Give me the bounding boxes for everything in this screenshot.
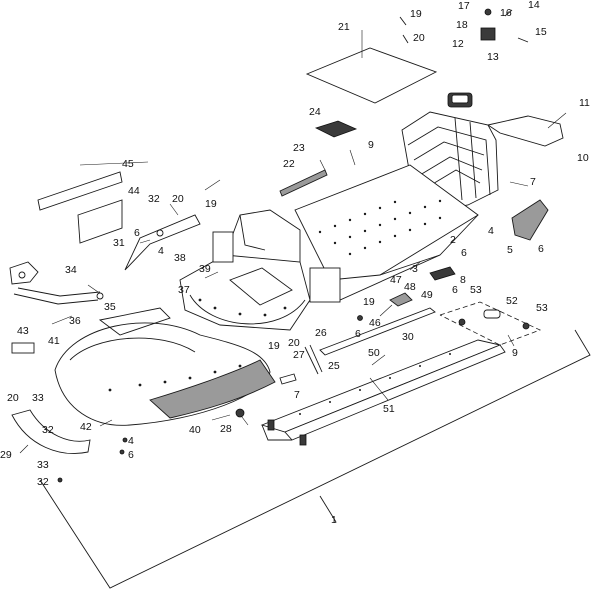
callout-50: 50 [368,347,380,359]
callout-32-bumper: 32 [42,424,54,436]
callout-10: 10 [577,152,589,164]
callout-5: 5 [507,244,513,256]
rear-rack [401,92,499,211]
callout-44: 44 [128,185,140,197]
callout-6-rear: 6 [538,243,544,255]
callout-6-mid: 6 [355,328,361,340]
misc-hardware [57,373,297,483]
callout-19-low: 19 [268,340,280,352]
callout-13: 13 [487,51,499,63]
callout-17: 17 [458,0,470,12]
callout-21: 21 [338,21,350,33]
front-bumper [11,409,91,454]
rear-guard [511,199,549,241]
callout-35: 35 [104,301,116,313]
fastener-box [439,301,542,346]
callout-52: 52 [506,295,518,307]
callout-33-top: 33 [32,392,44,404]
callout-26: 26 [315,327,327,339]
callout-4-rear: 4 [488,225,494,237]
callout-39: 39 [199,263,211,275]
callout-15: 15 [535,26,547,38]
callout-31: 31 [113,237,125,249]
top-pad-panel [305,30,438,104]
callout-11: 11 [579,97,590,109]
callout-53-right: 53 [536,302,548,314]
running-boards [260,339,506,446]
callout-46: 46 [369,317,381,329]
callout-22: 22 [283,158,295,170]
callout-41: 41 [48,335,60,347]
callout-6-tunnel: 6 [461,247,467,259]
callout-6-plate: 6 [452,284,458,296]
callout-labels: 1 2 3 4 4 4 5 6 6 6 6 6 6 7 7 8 9 9 10 1… [0,0,590,526]
steering-bracket [124,214,201,271]
callout-30: 30 [402,331,414,343]
callout-14: 14 [528,0,540,11]
callout-20-top: 20 [413,32,425,44]
callout-3: 3 [412,263,418,275]
callout-29: 29 [0,449,12,461]
callout-6-lower: 6 [128,449,134,461]
callout-1: 1 [331,514,337,526]
callout-18: 18 [456,19,468,31]
callout-16: 16 [500,7,512,19]
callout-53-left: 53 [470,284,482,296]
callout-27: 27 [293,349,305,361]
callout-6-front: 6 [134,227,140,239]
callout-20-low: 20 [288,337,300,349]
callout-20-front: 20 [172,193,184,205]
callout-45: 45 [122,158,134,170]
small-tag [11,342,35,354]
callout-2: 2 [450,234,456,246]
callout-42: 42 [80,421,92,433]
side-panel [149,359,276,419]
callout-51: 51 [383,403,395,415]
callout-43: 43 [17,325,29,337]
small-plate [314,120,358,138]
tunnel-hardware [357,266,456,321]
rear-flap [486,112,567,147]
callout-9-top: 9 [368,139,374,151]
callout-36: 36 [69,315,81,327]
front-bulkhead [179,209,341,331]
leader-lines [19,149,529,454]
callout-19-mid: 19 [363,296,375,308]
callout-19-front: 19 [205,198,217,210]
callout-8: 8 [460,274,466,286]
side-rail [319,307,436,356]
callout-47: 47 [390,274,402,286]
callout-19-top: 19 [410,8,422,20]
callout-9-bottom: 9 [512,347,518,359]
callout-4-front: 4 [158,245,164,257]
upper-hardware [399,8,529,44]
callout-23: 23 [293,142,305,154]
callout-28: 28 [220,423,232,435]
spring-assembly [304,344,323,375]
callout-48: 48 [404,281,416,293]
callout-7-front: 7 [294,389,300,401]
base-outline [39,329,591,589]
callout-32-front: 32 [148,193,160,205]
callout-38: 38 [174,252,186,264]
spindle-assembly [9,261,104,305]
callout-25: 25 [328,360,340,372]
callout-20-bumper: 20 [7,392,19,404]
callout-24: 24 [309,106,321,118]
callout-7-rear: 7 [530,176,536,188]
decal-panels [37,171,123,244]
callout-4-lower: 4 [128,435,134,447]
callout-12: 12 [452,38,464,50]
callout-32-low: 32 [37,476,49,488]
callout-37: 37 [178,284,190,296]
callout-49: 49 [421,289,433,301]
handle-strip [279,159,328,197]
callout-40: 40 [189,424,201,436]
callout-33-low: 33 [37,459,49,471]
callout-34: 34 [65,264,77,276]
